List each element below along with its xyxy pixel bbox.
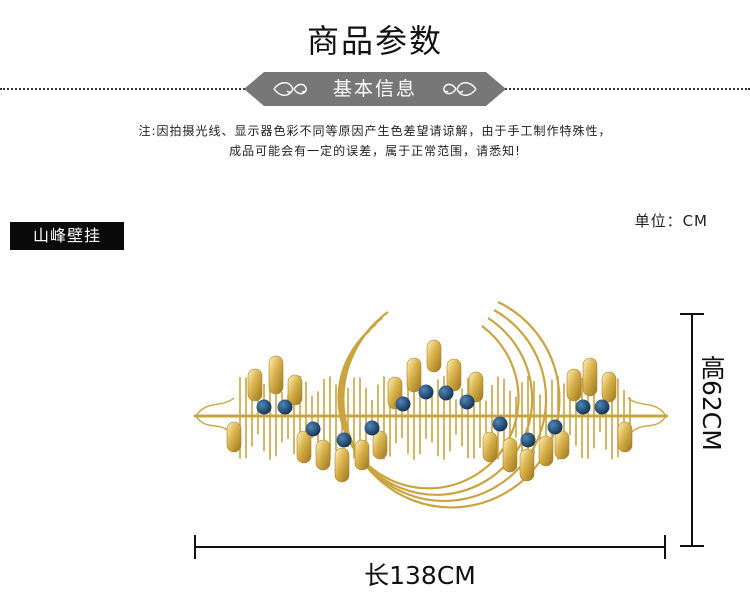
blue-ball <box>305 421 321 437</box>
gold-leaf <box>566 368 582 402</box>
left-ornament-icon <box>273 82 307 96</box>
blue-ball <box>395 396 411 412</box>
gold-leaf <box>482 431 498 463</box>
blue-ball <box>277 399 293 415</box>
note-line-2: 成品可能会有一定的误差，属于正常范围，请悉知! <box>229 144 521 158</box>
gold-leaf <box>287 374 303 406</box>
section-banner-label: 基本信息 <box>332 78 417 100</box>
gold-leaf <box>372 430 388 460</box>
blue-ball <box>418 384 434 400</box>
height-dimension-label: 高62CM <box>697 355 726 451</box>
gold-leaf-plates <box>226 339 633 483</box>
gold-leaf <box>468 371 484 403</box>
blue-ball <box>520 432 536 448</box>
gold-leaf <box>296 430 312 464</box>
gold-leaf <box>446 358 462 392</box>
blue-ball <box>492 416 508 432</box>
section-banner <box>244 72 506 106</box>
gold-leaf <box>617 421 633 453</box>
gold-leaf <box>315 439 331 471</box>
width-dimension-line <box>194 535 666 559</box>
gold-leaf <box>538 435 554 467</box>
blue-balls <box>256 384 610 448</box>
gold-leaf <box>426 339 442 373</box>
gold-leaf <box>554 430 570 460</box>
note-line-1: 注:因拍摄光线、显示器色彩不同等原因产生色差望请谅解，由于手工制作特殊性， <box>138 124 612 138</box>
width-dimension-label: 长138CM <box>364 561 476 590</box>
gold-leaf <box>582 357 598 397</box>
gold-leaf <box>354 439 370 471</box>
gold-leaf <box>502 437 518 473</box>
right-ornament-icon <box>443 82 477 96</box>
blue-ball <box>594 399 610 415</box>
page-title: 商品参数 <box>306 22 443 60</box>
product-name-tag: 山峰壁挂 <box>10 222 124 250</box>
blue-ball <box>575 399 591 415</box>
gold-leaf <box>226 421 242 453</box>
blue-ball <box>256 399 272 415</box>
gold-leaf <box>406 357 422 393</box>
unit-label: 单位：CM <box>634 212 708 230</box>
blue-ball <box>459 394 475 410</box>
gold-leaf <box>247 368 263 402</box>
gold-leaf <box>519 448 535 482</box>
blue-ball <box>438 385 454 401</box>
blue-ball <box>336 432 352 448</box>
gold-leaf <box>334 447 350 483</box>
gold-leaf <box>268 355 284 395</box>
gold-leaf <box>601 371 617 403</box>
blue-ball <box>364 420 380 436</box>
height-dimension-line <box>680 313 704 547</box>
blue-ball <box>547 419 563 435</box>
gold-rings <box>337 301 561 509</box>
dotted-divider-right <box>498 88 750 90</box>
dotted-divider-left <box>0 88 252 90</box>
